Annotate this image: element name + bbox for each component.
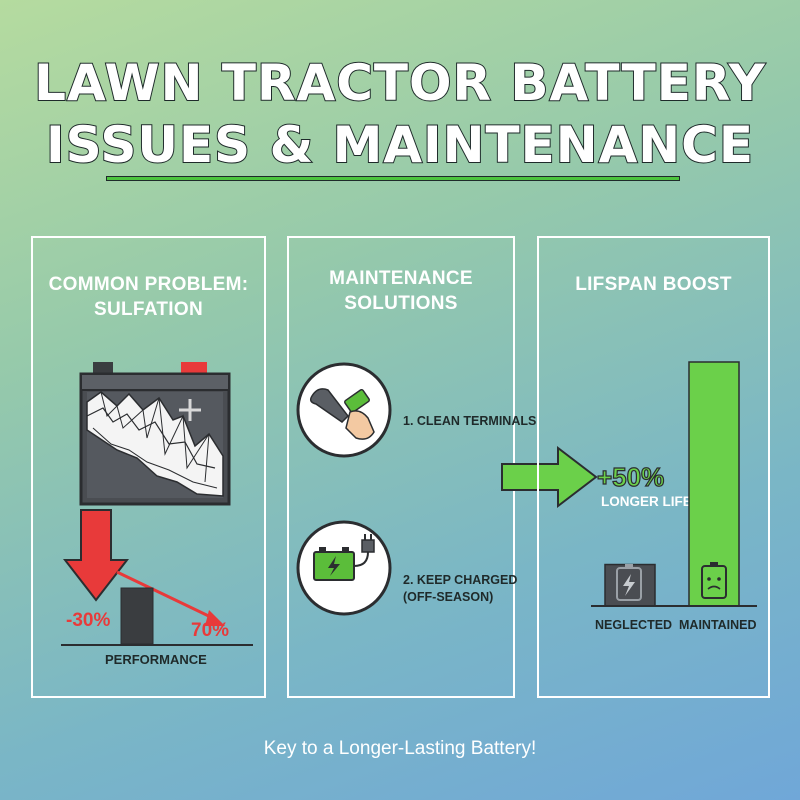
sad-battery-icon — [701, 562, 727, 599]
battery-charger-icon — [296, 520, 392, 616]
lifespan-boost-value: +50% — [596, 461, 665, 492]
down-arrow-icon — [63, 509, 129, 602]
performance-trend-line — [116, 570, 218, 622]
performance-chart — [61, 570, 253, 646]
lifespan-panel: LIFSPAN BOOST +50% LONGER LIFE NEGLECTED… — [537, 236, 770, 698]
title-line-1: LAWN TRACTOR BATTERY — [33, 53, 766, 113]
performance-remaining-label: 70% — [191, 620, 230, 641]
maintained-label: MAINTAINED — [679, 618, 757, 632]
title-line-2: ISSUES & MAINTENANCE — [45, 115, 754, 175]
performance-drop-label: -30% — [66, 610, 111, 631]
sulfated-battery-icon — [79, 362, 231, 506]
step-clean-terminals-label: 1. CLEAN TERMINALS — [403, 414, 537, 428]
lifespan-panel-title: LIFSPAN BOOST — [575, 274, 732, 295]
lifespan-boost-caption: LONGER LIFE — [601, 494, 692, 509]
maintained-bar — [688, 361, 740, 607]
performance-bar — [120, 587, 154, 645]
green-arrow-icon — [501, 446, 598, 508]
lifespan-chart — [591, 361, 757, 607]
problem-panel: COMMON PROBLEM: SULFATION -30% 70% PERFO… — [31, 236, 266, 698]
trend-arrowhead-icon — [205, 610, 225, 626]
solutions-panel-title: MAINTENANCE SOLUTIONS — [329, 268, 473, 314]
performance-label: PERFORMANCE — [105, 652, 207, 667]
footer-tagline: Key to a Longer-Lasting Battery! — [263, 738, 537, 759]
step-keep-charged-label: 2. KEEP CHARGED (OFF-SEASON) — [403, 573, 518, 604]
page-title: LAWN TRACTOR BATTERY ISSUES & MAINTENANC… — [0, 52, 800, 176]
solutions-panel: MAINTENANCE SOLUTIONS 1. CLEAN TERMINALS… — [287, 236, 536, 698]
neglected-label: NEGLECTED — [595, 618, 673, 632]
title-underline — [106, 176, 680, 181]
problem-panel-title: COMMON PROBLEM: SULFATION — [48, 274, 249, 320]
dead-battery-icon — [616, 564, 642, 601]
wrench-brush-icon — [296, 362, 392, 458]
